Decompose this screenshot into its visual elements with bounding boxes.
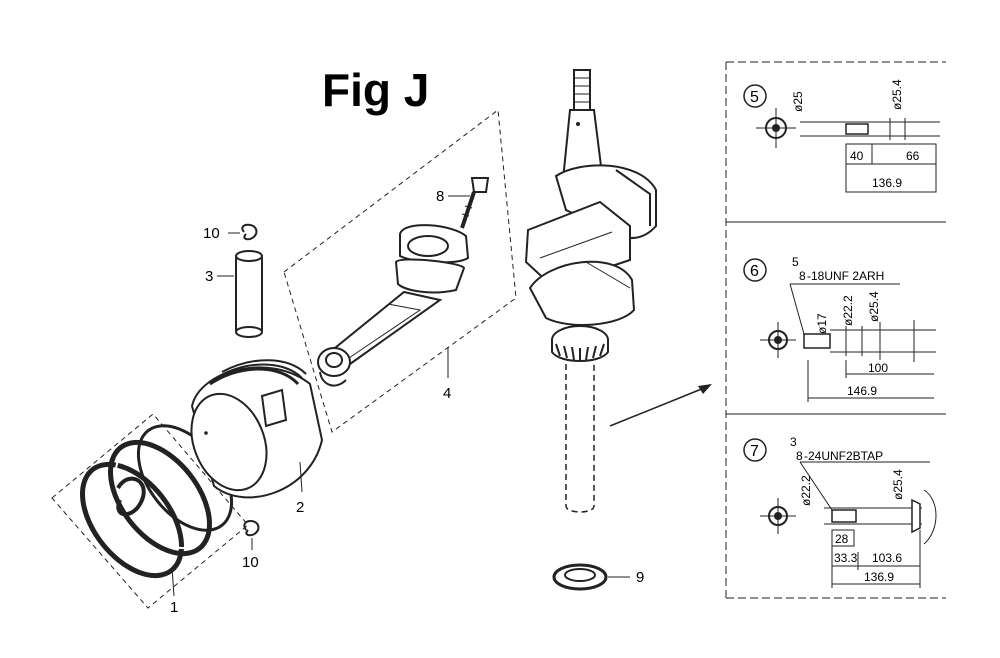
detail-5-badge — [743, 84, 767, 108]
detail-7-dim-l3: 103.6 — [872, 551, 902, 565]
crankshaft — [524, 69, 657, 513]
piston-pin — [217, 250, 263, 338]
detail-7-badge — [743, 438, 767, 462]
crank-washer — [552, 563, 630, 591]
detail-7-thread-spec: -24UNF2BTAP — [804, 449, 883, 463]
callout-8: 8 — [436, 188, 444, 205]
callout-10-bottom: 10 — [242, 554, 259, 571]
detail-5-dim-d2: ø25.4 — [890, 79, 904, 110]
callout-1: 1 — [170, 599, 178, 616]
rod-bolt — [448, 177, 490, 229]
detail-7-dim-d1: ø22.2 — [799, 475, 813, 506]
detail-7: 7 — [743, 438, 937, 588]
piston-ring-set — [51, 413, 249, 609]
pin-clip-bottom — [243, 520, 260, 550]
detail-5-dim-total: 136.9 — [872, 176, 902, 190]
detail-5-dim-d1: ø25 — [791, 91, 805, 112]
detail-arrow — [609, 384, 712, 427]
callout-2: 2 — [296, 499, 304, 516]
detail-6-number: 6 — [750, 263, 759, 280]
detail-6: 6 — [743, 258, 936, 402]
detail-5-dim-l1: 40 — [850, 149, 864, 163]
detail-6-dim-l1: 100 — [868, 361, 888, 375]
detail-5-number: 5 — [750, 89, 759, 106]
detail-6-dim-d2: ø22.2 — [841, 295, 855, 326]
detail-6-dim-d1: ø17 — [815, 313, 829, 334]
figure-title: Fig J — [322, 64, 429, 116]
callout-9: 9 — [636, 569, 644, 586]
detail-6-thread-spec: -18UNF 2ARH — [807, 269, 884, 283]
piston — [190, 359, 324, 499]
callout-3: 3 — [205, 268, 213, 285]
detail-6-dim-d3: ø25.4 — [867, 291, 881, 322]
pin-clip-top — [228, 223, 258, 241]
detail-7-dim-total: 136.9 — [864, 570, 894, 584]
detail-7-number: 7 — [750, 443, 759, 460]
detail-5-dim-l2: 66 — [906, 149, 920, 163]
detail-6-dim-total: 146.9 — [847, 384, 877, 398]
detail-7-dim-l2: 33.3 — [834, 551, 858, 565]
detail-6-thread-numerator: 5 — [792, 255, 799, 269]
detail-7-thread-denominator: 8 — [796, 449, 803, 463]
callout-4: 4 — [443, 385, 451, 402]
detail-7-dim-l1: 28 — [835, 532, 849, 546]
detail-6-thread-denominator: 8 — [799, 269, 806, 283]
callout-10-top: 10 — [203, 225, 220, 242]
detail-7-dim-d2: ø25.4 — [891, 469, 905, 500]
detail-7-thread-numerator: 3 — [790, 435, 797, 449]
connecting-rod-group-outline — [283, 109, 517, 433]
connecting-rod — [317, 224, 470, 387]
detail-panel — [725, 61, 946, 599]
detail-5: 5 — [743, 84, 940, 193]
detail-6-badge — [743, 258, 767, 282]
